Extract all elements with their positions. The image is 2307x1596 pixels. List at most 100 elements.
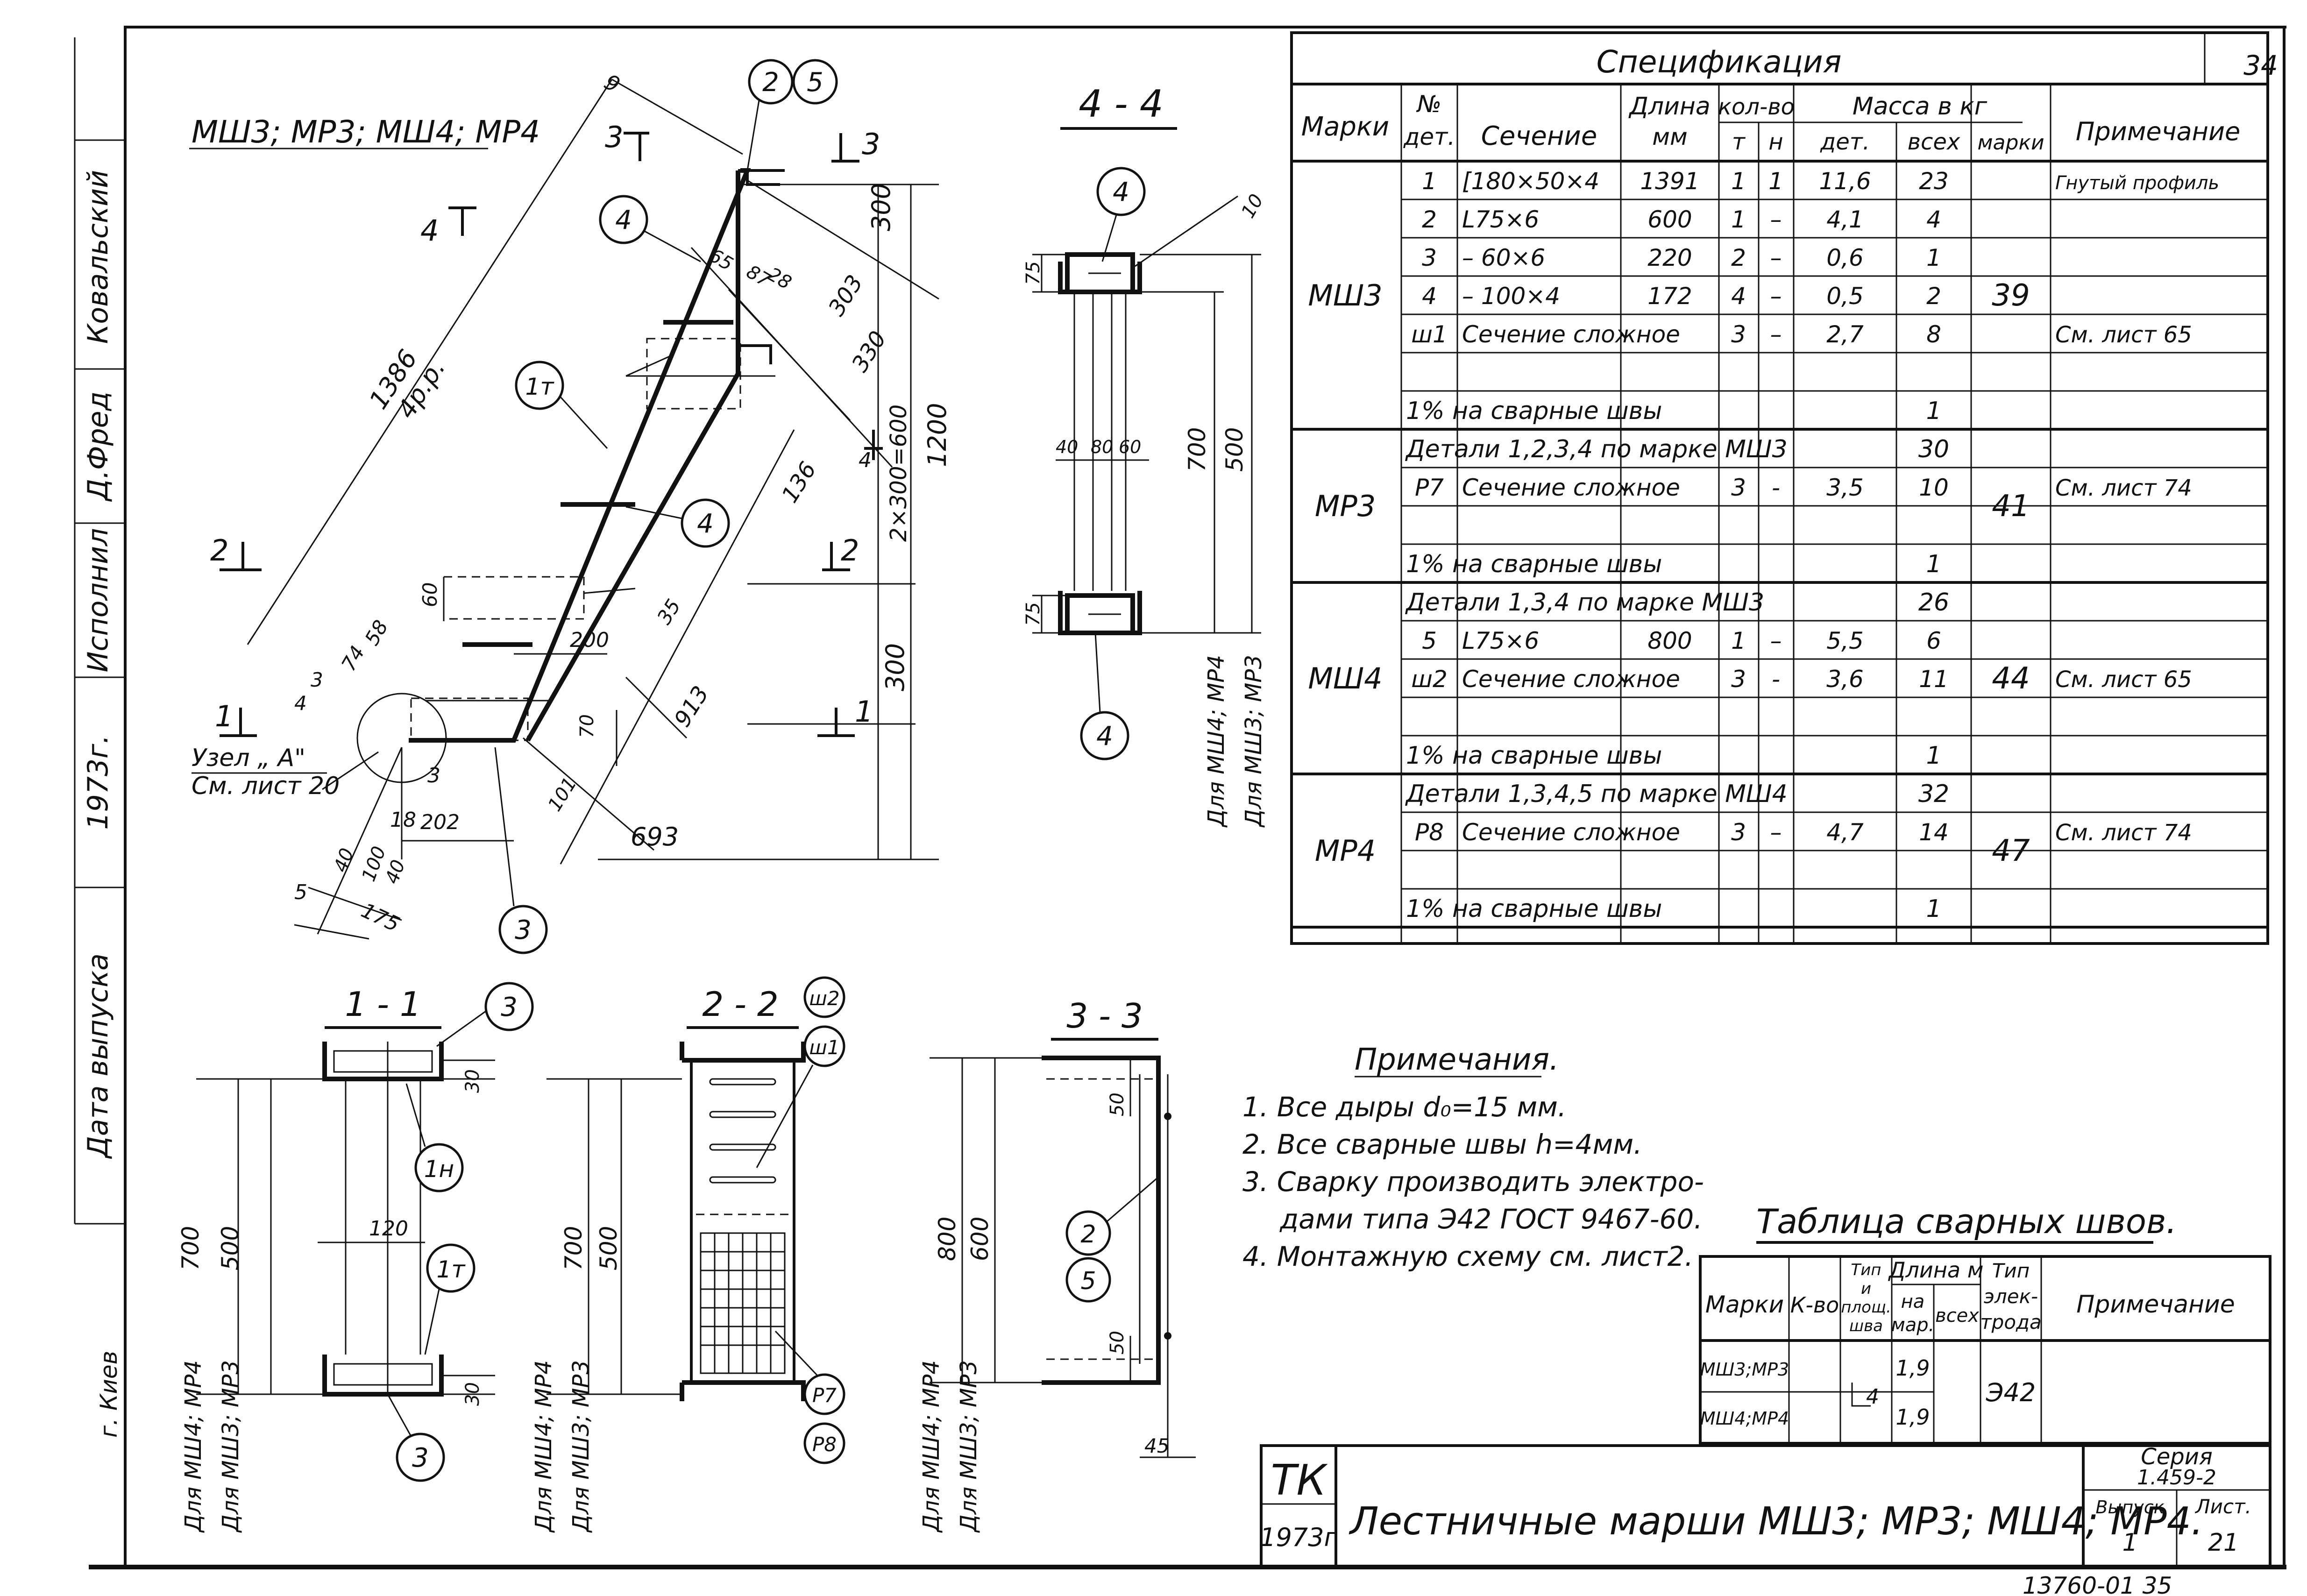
dim-175: 175 [357, 899, 403, 937]
cut-2-left: 2 [210, 533, 262, 571]
spec-h-mm: мм [1652, 123, 1687, 150]
spec-group-mark: МШ4 [1308, 661, 1382, 695]
spec-table: Спецификация Марки № дет. Сечение Длина … [1290, 31, 2269, 945]
spec-tail-mass: 1 [1926, 397, 1941, 425]
spec-group-tail: 1% на сварные швы [1406, 895, 1662, 923]
sheet-value: 21 [2208, 1529, 2239, 1557]
dim-202: 202 [420, 810, 460, 834]
svg-text:трода: трода [1980, 1311, 2042, 1334]
side-stamp: Ковальский Д.Фред Исполнил 1973г. Дата в… [75, 139, 125, 1438]
svg-text:на: на [1901, 1291, 1925, 1312]
dim-700-44: 700 [1184, 427, 1211, 472]
svg-text:1: 1 [215, 699, 233, 733]
spec-cell-section: [180×50×4 [1462, 168, 1599, 195]
spec-cell-mass-det: 5,5 [1826, 627, 1864, 654]
spec-cell-qty-n: – [1770, 206, 1782, 233]
note-4: 4. Монтажную схему см. лист2. [1242, 1241, 1693, 1272]
spec-group-tail: 1% на сварные швы [1406, 397, 1662, 425]
dim-300-bottom: 300 [880, 643, 910, 691]
spec-cell-no: 4 [1422, 283, 1437, 310]
spec-cell-mass-det: 2,7 [1826, 321, 1864, 348]
spec-group-tail: 1% на сварные швы [1406, 742, 1662, 770]
svg-text:Длина м: Длина м [1888, 1257, 1984, 1283]
svg-text:ш1: ш1 [809, 1036, 839, 1059]
svg-text:2: 2 [841, 533, 859, 567]
dim-2x300: 2×300=600 [886, 404, 912, 542]
note-3: 3. Сварку производить электро- [1242, 1166, 1704, 1198]
svg-text:мар.: мар. [1891, 1314, 1935, 1336]
dim-200: 200 [570, 628, 609, 652]
svg-text:3: 3 [412, 1443, 429, 1473]
svg-text:Тип: Тип [1992, 1259, 2030, 1282]
spec-cell-no: 3 [1422, 244, 1437, 271]
bubble-3: 3 [498, 905, 548, 954]
spec-cell-length: 172 [1647, 283, 1692, 310]
spec-h-length: Длина [1628, 92, 1711, 121]
svg-text:Тип: Тип [1851, 1261, 1881, 1279]
title-year: 1973г [1260, 1523, 1337, 1552]
spec-cell-qty-t: 1 [1731, 206, 1746, 233]
svg-text:4: 4 [697, 509, 714, 539]
cut-4-left: 4 [420, 206, 476, 248]
svg-text:1: 1 [855, 695, 873, 729]
weld-electrode: Э42 [1986, 1378, 2036, 1407]
spec-cell-qty-n: – [1770, 819, 1782, 846]
grating [700, 1232, 786, 1374]
spec-cell-qty-t: 1 [1731, 627, 1746, 654]
sheet-frame [74, 26, 2286, 1569]
spec-h-qty: кол-во [1718, 94, 1795, 120]
svg-text:всех: всех [1935, 1305, 1979, 1326]
drawing-title: Лестничные марши МШ3; МР3; МШ4; МР4. [1349, 1499, 2203, 1544]
dim-65: 65 [705, 245, 737, 275]
spec-cell-mass-det: 3,5 [1826, 474, 1864, 501]
for-msh3-mr3-a: Для МШ3; МР3 [1241, 655, 1267, 828]
svg-text:3: 3 [605, 120, 623, 154]
svg-text:Марки: Марки [1705, 1291, 1784, 1318]
bubble-p7: Р7 [803, 1373, 845, 1415]
bubble-3-s11-top: 3 [484, 982, 534, 1031]
spec-tail-mass: 1 [1926, 550, 1941, 578]
weld-row2-mark: МШ4;МР4 [1700, 1408, 1789, 1429]
for-msh4-mr4-c: Для МШ4; МР4 [531, 1360, 557, 1533]
spec-head-mass: 30 [1918, 435, 1949, 463]
section-2-2: 2 - 2 700 500 Для МШ4; М [531, 976, 845, 1533]
spec-cell-mass-all: 4 [1926, 206, 1941, 233]
dim-3: 3 [311, 668, 323, 691]
spec-cell-qty-t: 3 [1731, 666, 1746, 693]
svg-text:3: 3 [862, 127, 880, 161]
spec-cell-section: Сечение сложное [1462, 474, 1680, 501]
release-date-label: Дата выпуска [82, 953, 114, 1159]
spec-cell-no: Р8 [1415, 819, 1444, 846]
footer-code: 13760-01 35 [2023, 1572, 2172, 1596]
svg-text:1т: 1т [437, 1256, 466, 1283]
dim-5: 5 [294, 880, 307, 904]
spec-cell-qty-t: 3 [1731, 321, 1746, 348]
issue-value: 1 [2122, 1529, 2137, 1557]
spec-cell-mass-all: 6 [1926, 627, 1941, 654]
spec-h-note: Примечание [2076, 117, 2241, 146]
svg-text:4: 4 [859, 448, 872, 472]
weld-type: 4 [1866, 1385, 1879, 1409]
spec-cell-note: Гнутый профиль [2055, 172, 2219, 194]
svg-text:2: 2 [210, 533, 228, 567]
cut-4-right: 4 [859, 430, 883, 472]
dim-700-22: 700 [560, 1226, 587, 1270]
spec-cell-qty-t: 3 [1731, 819, 1746, 846]
dim-3b: 3 [427, 764, 440, 787]
spec-h-no: № [1416, 91, 1441, 118]
section-4-4: 4 - 4 10 75 75 40 80 60 700 500 Для МШ4;… [1022, 82, 1268, 828]
dim-40a: 40 [330, 845, 358, 875]
dim-75-bottom: 75 [1022, 602, 1044, 626]
spec-head-mass: 32 [1918, 780, 1949, 808]
spec-cell-length: 1391 [1640, 168, 1699, 195]
spec-tail-mass: 1 [1926, 895, 1941, 923]
dim-913: 913 [669, 681, 714, 731]
node-a-sheet: См. лист 20 [192, 772, 340, 800]
spec-cell-mass-det: 0,5 [1826, 283, 1864, 310]
section-3-3: 3 - 3 50 50 800 600 45 Для МШ4; МР4 Для … [918, 996, 1196, 1533]
cut-1-right: 1 [817, 695, 873, 737]
stamp-year: 1973г. [82, 735, 114, 830]
dim-70: 70 [576, 714, 598, 738]
spec-group-head: Детали 1,3,4 по марке МШ3 [1405, 589, 1764, 617]
